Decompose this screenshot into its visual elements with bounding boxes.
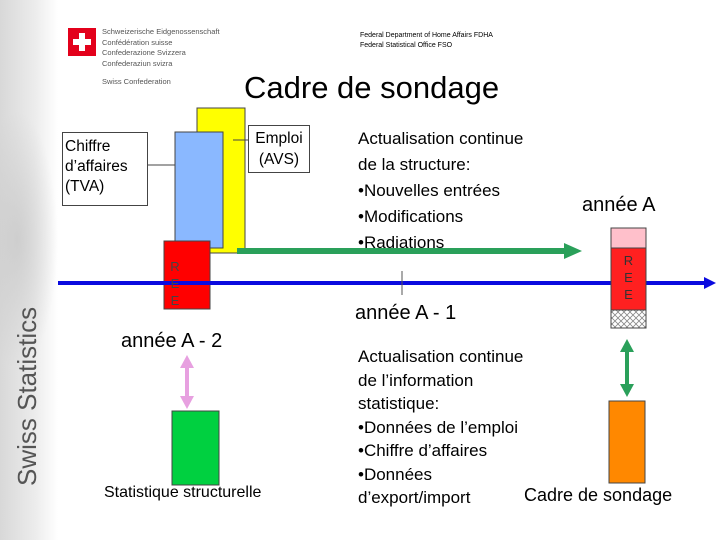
frame-label: Cadre de sondage xyxy=(524,485,673,505)
sidebar-photo xyxy=(0,110,58,370)
turnover-box xyxy=(174,131,224,249)
confederation-line-fr: Confédération suisse xyxy=(102,37,173,47)
year-a2-label: année A - 2 xyxy=(121,330,223,352)
employment-line-2: (AVS) xyxy=(258,151,300,168)
ree-right-r: R xyxy=(623,253,634,268)
structure-update-text: Actualisation continue de la structure: … xyxy=(358,126,523,256)
info-update-line-2: de l’information xyxy=(358,370,474,390)
turnover-line-1: Chiffre xyxy=(65,138,111,155)
swiss-statistics-brand: Swiss Statistics xyxy=(12,307,42,486)
turnover-line-3: (TVA) xyxy=(65,178,105,195)
year-a1-label: année A - 1 xyxy=(355,302,457,324)
turnover-line-2: d’affaires xyxy=(65,158,128,175)
frame-box xyxy=(608,400,646,484)
brand-text: Swiss Statistics xyxy=(12,307,42,486)
frame-hatched-box xyxy=(610,309,647,329)
pink-arrowhead-down xyxy=(180,396,194,409)
timeline-arrowhead xyxy=(704,277,716,289)
info-update-line-7: d’export/import xyxy=(358,488,471,507)
swiss-flag-icon xyxy=(68,28,96,56)
ree-right-e2: E xyxy=(624,287,633,302)
ree-label-right: R E E xyxy=(611,252,646,303)
info-update-line-4: •Données de l’emploi xyxy=(358,417,518,437)
info-update-text: Actualisation continue de l’information … xyxy=(358,345,523,510)
ree-box-left xyxy=(163,240,211,310)
green-arrowhead-up xyxy=(620,339,634,352)
employment-source-label: Emploi (AVS) xyxy=(248,125,310,173)
ree-right-e1: E xyxy=(624,270,633,285)
green-arrowhead-down xyxy=(620,384,634,397)
confederation-block: Schweizerische Eidgenossenschaft Confédé… xyxy=(102,27,220,88)
ree-label-left: R E E xyxy=(164,258,186,309)
update-arrowhead xyxy=(564,243,582,259)
ree-left-r: R xyxy=(170,259,180,274)
structural-stats-box xyxy=(171,410,220,486)
ree-left-e2: E xyxy=(170,293,180,308)
structure-update-line-1: Actualisation continue xyxy=(358,129,524,148)
structure-update-line-4: •Modifications xyxy=(358,207,464,226)
info-update-line-1: Actualisation continue xyxy=(358,347,524,366)
structural-stats-label: Statistique structurelle xyxy=(104,484,262,501)
turnover-source-label: Chiffre d’affaires (TVA) xyxy=(62,132,148,206)
info-update-line-5: •Chiffre d’affaires xyxy=(358,441,488,460)
ree-left-e1: E xyxy=(170,276,180,291)
confederation-line-en: Swiss Confederation xyxy=(102,77,171,86)
confederation-line-de: Schweizerische Eidgenossenschaft xyxy=(102,27,220,36)
info-update-line-6: •Données xyxy=(358,464,433,484)
structure-update-line-5: •Radiations xyxy=(358,233,445,252)
info-update-line-3: statistique: xyxy=(358,394,440,413)
page-title: Cadre de sondage xyxy=(244,70,500,105)
department-block: Federal Department of Home Affairs FDHA … xyxy=(360,31,493,51)
office-name: Federal Statistical Office FSO xyxy=(360,42,453,49)
confederation-line-rm: Confederaziun svizra xyxy=(102,58,173,68)
confederation-line-it: Confederazione Svizzera xyxy=(102,48,186,57)
employment-line-1: Emploi xyxy=(255,130,303,147)
structure-update-line-3: •Nouvelles entrées xyxy=(358,181,501,200)
structure-update-line-2: de la structure: xyxy=(358,155,471,174)
pink-arrowhead-up xyxy=(180,355,194,368)
frame-top-box xyxy=(610,227,647,249)
department-name: Federal Department of Home Affairs FDHA xyxy=(360,32,493,39)
year-a-label: année A xyxy=(582,194,656,216)
